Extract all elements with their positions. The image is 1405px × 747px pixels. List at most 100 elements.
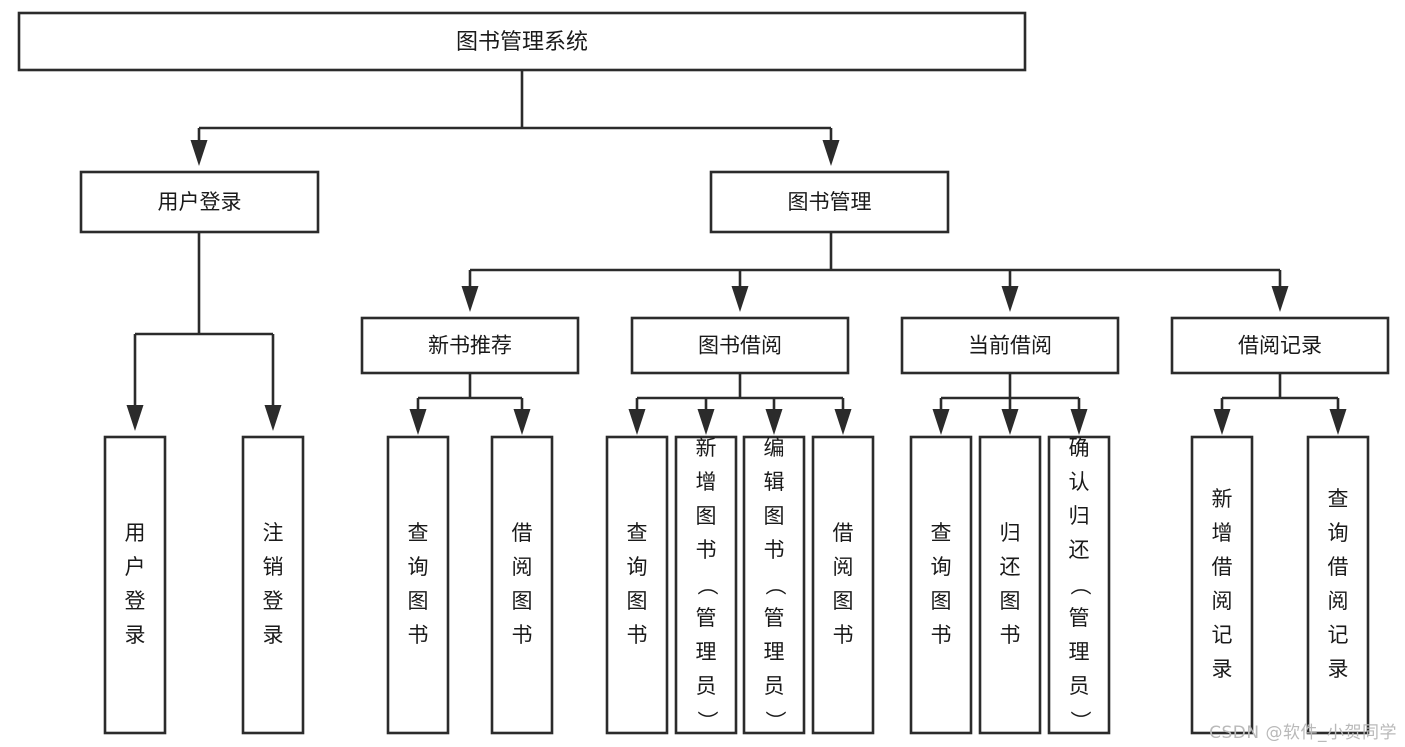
leaf-label-char: 阅 (833, 555, 854, 579)
leaf-label-char: 书 (627, 623, 648, 647)
leaf-label-char: 图 (408, 589, 429, 613)
arrow-icon (628, 409, 646, 435)
watermark-label: CSDN @软件_小贺同学 (1209, 723, 1397, 743)
node-borrow-record[interactable]: 借阅记录 (1170, 316, 1390, 375)
leaf-node-label: 用户登录 (125, 521, 146, 647)
leaf-node-box[interactable] (1047, 435, 1111, 735)
node-current-borrow-label: 当前借阅 (968, 334, 1052, 358)
leaf-label-char: 管 (1069, 606, 1090, 630)
node-book-management-box[interactable] (709, 170, 950, 234)
leaf-label-char: 归 (1000, 521, 1021, 545)
leaf-label-char: 编 (764, 436, 785, 460)
node-borrow-record-box[interactable] (1170, 316, 1390, 375)
leaf-label-char: （ (1068, 575, 1092, 596)
leaf-label-char: 借 (1328, 555, 1349, 579)
node-book-management-label: 图书管理 (788, 190, 872, 214)
leaf-label-char: 确 (1069, 436, 1090, 460)
node-user-login[interactable]: 用户登录 (79, 170, 320, 234)
leaf-label-char: 新 (696, 436, 717, 460)
connector-group-user-login (126, 232, 282, 431)
leaf-label-char: 图 (931, 589, 952, 613)
node-root[interactable]: 图书管理系统 (17, 11, 1027, 72)
leaf-node-box[interactable] (909, 435, 973, 735)
arrow-icon (190, 140, 208, 166)
leaf-label-char: 管 (764, 606, 785, 630)
leaf-label-char: 询 (627, 555, 648, 579)
leaf-node-box[interactable] (811, 435, 875, 735)
leaf-label-char: 图 (1000, 589, 1021, 613)
leaf-node-box[interactable] (674, 435, 738, 735)
leaf-label-char: 记 (1328, 623, 1349, 647)
leaf-label-char: （ (763, 575, 787, 596)
leaf-label-char: 登 (125, 589, 146, 613)
leaf-label-char: 新 (1212, 487, 1233, 511)
leaf-label-char: 书 (764, 538, 785, 562)
node-root-label: 图书管理系统 (456, 30, 588, 55)
leaf-node-box[interactable] (386, 435, 450, 735)
arrow-icon (822, 140, 840, 166)
leaf-label-char: 书 (1000, 623, 1021, 647)
arrow-icon (264, 405, 282, 431)
leaf-node-box[interactable] (605, 435, 669, 735)
node-book-borrow[interactable]: 图书借阅 (630, 316, 850, 375)
leaf-label-char: 登 (263, 589, 284, 613)
leaf-node-user-login-1[interactable]: 用户登录 (103, 435, 167, 735)
node-current-borrow-box[interactable] (900, 316, 1120, 375)
leaf-node-box[interactable] (241, 435, 305, 735)
arrow-icon (1329, 409, 1347, 435)
node-book-borrow-box[interactable] (630, 316, 850, 375)
leaf-label-char: 员 (696, 674, 717, 698)
leaf-node-box[interactable] (742, 435, 806, 735)
leaf-node-box[interactable] (103, 435, 167, 735)
node-new-book-recommend[interactable]: 新书推荐 (360, 316, 580, 375)
leaf-label-char: 归 (1069, 504, 1090, 528)
leaf-label-char: 阅 (1212, 589, 1233, 613)
leaf-label-char: 图 (764, 504, 785, 528)
leaf-label-char: 询 (408, 555, 429, 579)
leaf-node-box[interactable] (490, 435, 554, 735)
arrow-icon (1213, 409, 1231, 435)
arrow-icon (697, 409, 715, 435)
node-user-login-box[interactable] (79, 170, 320, 234)
node-current-borrow[interactable]: 当前借阅 (900, 316, 1120, 375)
arrow-icon (461, 286, 479, 312)
arrow-icon (932, 409, 950, 435)
leaf-node-box[interactable] (1190, 435, 1254, 735)
leaf-label-char: 管 (696, 606, 717, 630)
leaf-label-char: 图 (512, 589, 533, 613)
node-new-book-recommend-box[interactable] (360, 316, 580, 375)
leaf-label-char: 录 (1212, 657, 1233, 681)
node-user-login-label: 用户登录 (158, 190, 242, 214)
leaf-node-box[interactable] (1306, 435, 1370, 735)
arrow-icon (1001, 286, 1019, 312)
leaf-label-char: 借 (833, 521, 854, 545)
node-book-management[interactable]: 图书管理 (709, 170, 950, 234)
connector-group-new-book (409, 373, 531, 435)
arrow-icon (126, 405, 144, 431)
arrow-icon (1070, 409, 1088, 435)
node-root-box[interactable] (17, 11, 1027, 72)
leaf-node-box[interactable] (978, 435, 1042, 735)
leaf-label-char: 图 (696, 504, 717, 528)
leaf-label-char: 借 (1212, 555, 1233, 579)
leaf-label-char: 录 (125, 623, 146, 647)
